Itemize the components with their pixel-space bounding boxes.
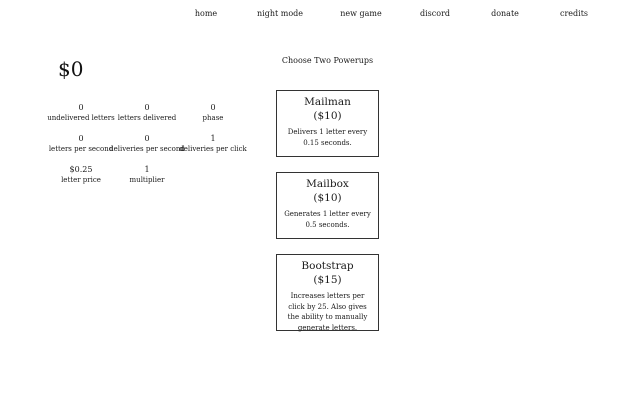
stat-label: letters delivered <box>117 114 177 122</box>
nav-night-mode-link[interactable]: night mode <box>257 9 303 18</box>
stat-value: $0.25 <box>69 165 93 174</box>
stat-label: phase <box>202 114 224 122</box>
stat-value: 0 <box>144 103 150 112</box>
stat-value: 0 <box>210 103 216 112</box>
nav-credits-link[interactable]: credits <box>559 9 589 18</box>
stat-label: multiplier <box>129 176 165 184</box>
powerup-description: Delivers 1 letter every 0.15 seconds. <box>287 128 368 147</box>
powerup-name: Bootstrap <box>301 260 354 272</box>
powerup-description: Increases letters per click by 25. Also … <box>287 292 368 332</box>
stat-label: letter price <box>61 176 101 184</box>
powerup-price: ($10) <box>313 192 342 204</box>
nav-discord-link[interactable]: discord <box>419 9 451 18</box>
powerup-price: ($15) <box>313 274 342 286</box>
stat-deliveries-per-click: 1 deliveries per click <box>168 134 258 154</box>
powerup-card-mailbox[interactable]: Mailbox ($10) Generates 1 letter every 0… <box>276 172 379 239</box>
nav-new-game-link[interactable]: new game <box>340 9 382 18</box>
stat-phase: 0 phase <box>168 103 258 123</box>
powerup-name: Mailbox <box>306 178 349 190</box>
stat-deliveries-per-second: 0 deliveries per second <box>102 134 192 154</box>
top-nav: home night mode new game discord donate … <box>0 8 640 20</box>
powerups-title: Choose Two Powerups <box>281 56 374 65</box>
powerup-card-bootstrap[interactable]: Bootstrap ($15) Increases letters per cl… <box>276 254 379 332</box>
powerup-name: Mailman <box>304 96 351 108</box>
stat-label: deliveries per click <box>179 145 247 153</box>
stat-letters-per-second: 0 letters per second <box>36 134 126 154</box>
stat-label: letters per second <box>48 145 114 153</box>
stat-label: undelivered letters <box>47 114 115 122</box>
nav-home-link[interactable]: home <box>194 9 218 18</box>
powerup-price: ($10) <box>313 110 342 122</box>
stat-multiplier: 1 multiplier <box>102 165 192 185</box>
stat-letters-delivered: 0 letters delivered <box>102 103 192 123</box>
stat-value: 0 <box>78 134 84 143</box>
stat-label: deliveries per second <box>109 145 185 153</box>
stat-value: 0 <box>144 134 150 143</box>
money-display: $0 <box>58 57 84 81</box>
stat-value: 1 <box>144 165 150 174</box>
stat-letter-price: $0.25 letter price <box>36 165 126 185</box>
powerup-description: Generates 1 letter every 0.5 seconds. <box>284 210 371 229</box>
stat-value: 1 <box>210 134 216 143</box>
nav-donate-link[interactable]: donate <box>491 9 519 18</box>
stat-value: 0 <box>78 103 84 112</box>
stat-undelivered-letters: 0 undelivered letters <box>36 103 126 123</box>
powerup-card-mailman[interactable]: Mailman ($10) Delivers 1 letter every 0.… <box>276 90 379 157</box>
